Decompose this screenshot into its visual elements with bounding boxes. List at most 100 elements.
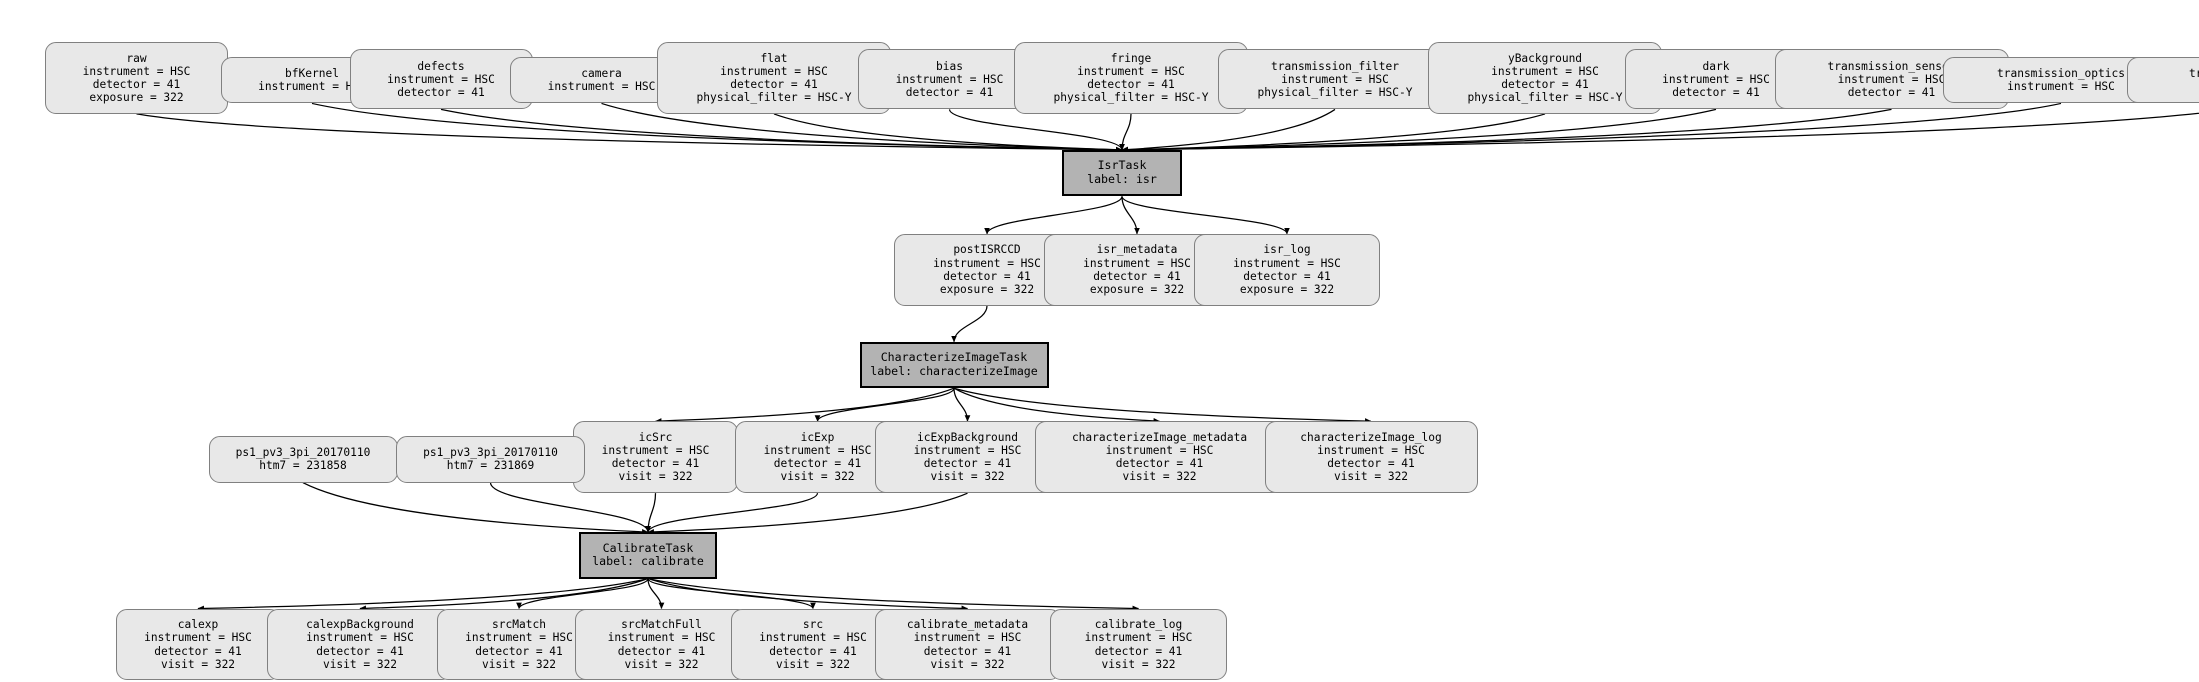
node-title: bfKernel — [285, 67, 339, 81]
node-dimension: instrument = HSC — [913, 631, 1022, 645]
edge-IsrTask-to-isr_metadata — [1122, 196, 1142, 235]
edge-CalibrateTask-to-calibrate_log — [648, 579, 1140, 613]
node-title: calibrate_log — [1094, 618, 1183, 632]
node-dimension: visit = 322 — [624, 657, 699, 671]
edge-CharacterizeImageTask-to-icExpBackground — [954, 388, 972, 422]
node-dimension: detector = 41 — [1094, 644, 1183, 658]
node-dimension: visit = 322 — [322, 657, 398, 671]
node-dimension: htm7 = 231869 — [446, 459, 535, 473]
node-title: camera — [581, 67, 622, 81]
node-dimension: detector = 41 — [943, 269, 1031, 283]
edge-CalibrateTask-to-srcMatchFull — [648, 579, 666, 610]
node-title: ps1_pv3_3pi_20170110 — [235, 446, 371, 460]
node-dimension: detector = 41 — [1093, 269, 1181, 283]
node-title: bias — [936, 59, 963, 73]
node-dimension: instrument = HSC — [2007, 80, 2115, 94]
node-dimension: exposure = 322 — [89, 91, 184, 105]
node-dimension: detector = 41 — [1243, 269, 1331, 283]
node-title: characterizeImage_metadata — [1071, 430, 1248, 444]
edge-CalibrateTask-to-srcMatch — [514, 579, 648, 610]
node-title: transmission_filter — [1271, 59, 1399, 73]
node-dimension: exposure = 322 — [1089, 282, 1185, 296]
node-title: isr_metadata — [1096, 243, 1178, 257]
node-title: calibrate_metadata — [906, 618, 1029, 632]
edge-CalibrateTask-to-calexpBackground — [359, 579, 648, 613]
edge-CharacterizeImageTask-to-characterizeImage_metadata — [954, 388, 1161, 425]
node-title: icExp — [800, 430, 835, 444]
node-title: CharacterizeImageTask — [880, 350, 1028, 365]
node-dimension: instrument = HSC — [1317, 444, 1425, 457]
node-title: icSrc — [638, 430, 673, 444]
node-title: flat — [760, 51, 788, 65]
node-title: defects — [417, 59, 465, 73]
edge-postISRCCD-to-CharacterizeImageTask — [949, 306, 987, 343]
node-dimension: detector = 41 — [730, 77, 818, 91]
edge-transmission_filter-to-IsrTask — [1121, 109, 1335, 154]
node-title: transmission_sensor — [1827, 59, 1956, 73]
node-title: yBackground — [1507, 51, 1583, 65]
edge-fringe-to-IsrTask — [1117, 114, 1131, 151]
node-dimension: detector = 41 — [1327, 457, 1415, 471]
edge-flat-to-IsrTask — [774, 114, 1123, 154]
node-dimension: physical_filter = HSC-Y — [1053, 91, 1209, 105]
node-dimension: instrument = HSC — [1662, 72, 1770, 86]
node-dimension: instrument = HSC — [1077, 64, 1185, 78]
node-dimension: htm7 = 231858 — [259, 459, 347, 473]
edge-CalibrateTask-to-calexp — [197, 579, 648, 613]
node-dimension: instrument = HSC — [1491, 64, 1599, 78]
dataset-node-transmission_atmosphere[interactable]: transmission_atmosphereinstrument = HSC — [2127, 56, 2199, 104]
node-dimension: physical_filter = HSC-Y — [696, 91, 852, 105]
node-dimension: instrument = HSC — [1837, 72, 1946, 86]
node-dimension: visit = 322 — [780, 470, 855, 484]
node-title: isr_log — [1263, 243, 1311, 257]
edge-bias-to-IsrTask — [950, 109, 1127, 151]
node-dimension: instrument = HSC — [895, 72, 1004, 86]
node-dimension: instrument = HSC — [1281, 72, 1389, 86]
node-dimension: instrument = HSC — [913, 444, 1022, 457]
node-dimension: detector = 41 — [611, 457, 700, 471]
node-dimension: instrument = HSC — [82, 64, 191, 78]
edge-IsrTask-to-postISRCCD — [982, 196, 1122, 235]
node-title: raw — [126, 51, 147, 65]
edge-ps1_a-to-CalibrateTask — [303, 483, 649, 536]
node-dimension: detector = 41 — [1847, 86, 1936, 99]
node-dimension: instrument = HSC — [258, 80, 366, 94]
node-dimension: instrument = HSC — [607, 631, 716, 645]
node-dimension: detector = 41 — [769, 644, 857, 658]
node-title: icExpBackground — [916, 430, 1019, 444]
node-dimension: visit = 322 — [930, 470, 1005, 484]
node-title: IsrTask — [1097, 158, 1147, 173]
edge-CharacterizeImageTask-to-characterizeImage_log — [954, 388, 1372, 426]
node-dimension: instrument = HSC — [763, 444, 872, 457]
node-title: transmission_optics — [1997, 67, 2125, 81]
node-dimension: visit = 322 — [930, 657, 1005, 671]
node-title: dark — [1702, 59, 1730, 73]
node-dimension: visit = 322 — [1333, 470, 1409, 484]
node-dimension: detector = 41 — [1672, 86, 1760, 99]
edge-ps1_b-to-CalibrateTask — [491, 483, 653, 533]
